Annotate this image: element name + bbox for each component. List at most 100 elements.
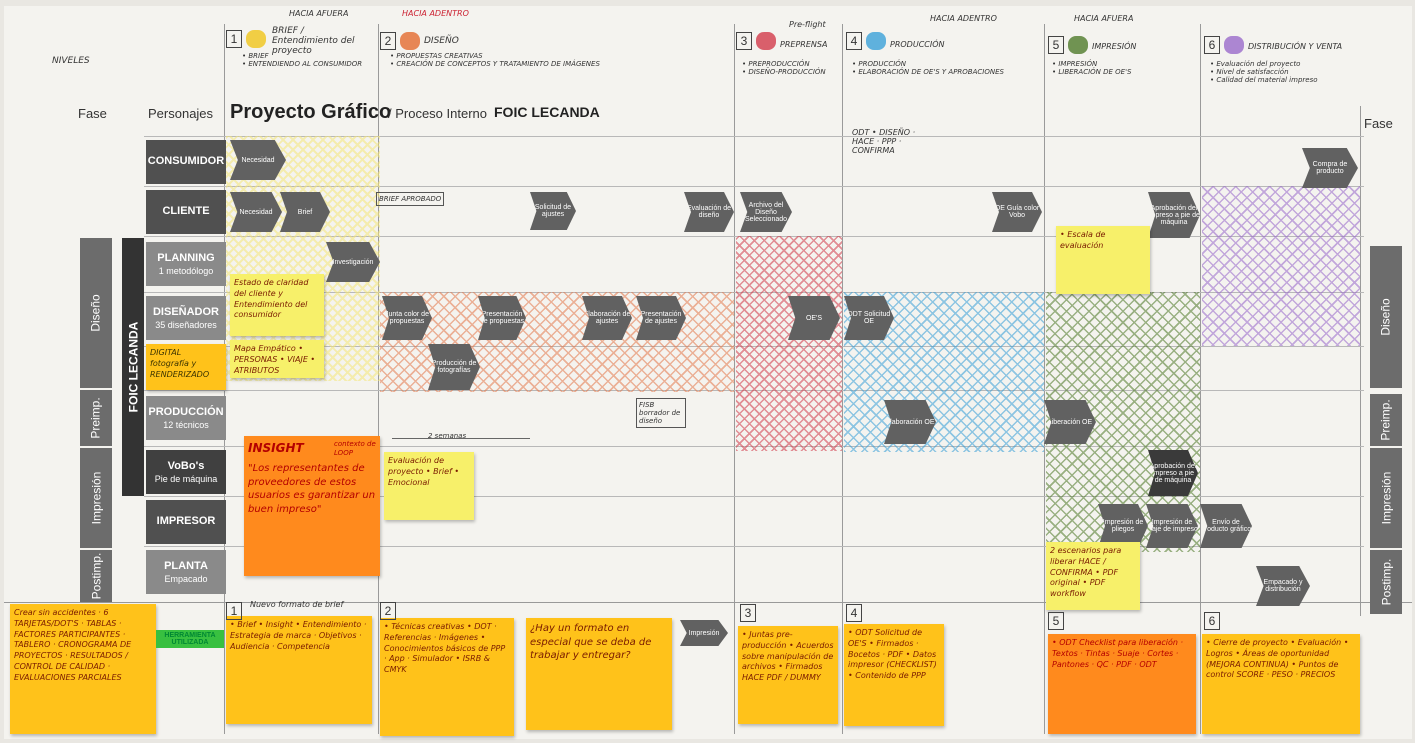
side-phase-postimp-right: Postimp.	[1370, 550, 1402, 614]
step-chevron: Solicitud de ajustes	[530, 192, 576, 230]
phase-items: • Evaluación del proyecto • Nivel de sat…	[1210, 60, 1318, 84]
nuevo-formato-label: Nuevo formato de brief	[250, 600, 344, 609]
step-chevron: Impresión de tiraje de impreso	[1146, 504, 1198, 548]
page-subtitle: / Proceso Interno	[388, 106, 487, 121]
step-chevron: Empacado y distribución	[1256, 566, 1310, 606]
side-phase-diseno: Diseño	[80, 238, 112, 388]
phase-items: • PROPUESTAS CREATIVAS • CREACIÓN DE CON…	[390, 52, 600, 68]
step-chevron: Presentación de propuestas	[478, 296, 526, 340]
bottom-left-note: Crear sin accidentes · 6 TARJETAS/DOT'S …	[10, 604, 156, 734]
personajes-header: Personajes	[148, 106, 214, 121]
phase-items: • PREPRODUCCIÓN • DISEÑO-PRODUCCIÓN	[742, 60, 826, 76]
phase-divider	[734, 24, 735, 734]
phase-color-swatch	[1224, 36, 1244, 54]
phase-number: 6	[1204, 36, 1220, 54]
side-phase-impresion: Impresión	[80, 448, 112, 548]
liberacion-note: 2 escenarios para liberar HACE / CONFIRM…	[1046, 542, 1140, 610]
step-chevron: Aprobación del impreso a pie de máquina	[1148, 450, 1198, 496]
phase-name: PREPRENSA	[780, 40, 828, 49]
actor-consumidor: CONSUMIDOR	[146, 140, 226, 184]
phase-number: 3	[736, 32, 752, 50]
phase-name: IMPRESIÓN	[1092, 42, 1137, 51]
step-chevron: Aprobación del impreso a pie de máquina	[1148, 192, 1200, 238]
odt-diseno-label: ODT • DISEÑO · HACE · PPP · CONFIRMA	[852, 128, 916, 155]
hacia-afuera-1: HACIA AFUERA	[289, 9, 349, 18]
preflight-label: Pre-flight	[789, 20, 826, 29]
step-chevron: Junta color de propuestas	[382, 296, 432, 340]
step-chevron: Necesidad	[230, 140, 286, 180]
phase-number: 4	[846, 32, 862, 50]
step-chevron: Producción de fotografías	[428, 344, 480, 390]
phase-divider	[1200, 24, 1201, 734]
phase-items: • IMPRESIÓN • LIBERACIÓN DE OE'S	[1052, 60, 1132, 76]
side-phase-diseno-right: Diseño	[1370, 246, 1402, 388]
evaluacion-note: Evaluación de proyecto • Brief • Emocion…	[384, 452, 474, 520]
bottom-phase-number: 3	[740, 604, 756, 622]
step-chevron: Liberación OE	[1044, 400, 1096, 444]
step-chevron: Envío de producto gráfico	[1200, 504, 1252, 548]
phase-6-hatch	[1202, 186, 1360, 346]
step-chevron: Compra de producto	[1302, 148, 1358, 188]
step-chevron: Elaboración de ajustes	[582, 296, 632, 340]
phase-items: • BRIEF • ENTENDIENDO AL CONSUMIDOR	[242, 52, 363, 68]
bottom-phase-number: 2	[380, 602, 396, 620]
step-chevron: Brief	[280, 192, 330, 232]
phase-name: BRIEF / Entendimiento del proyecto	[272, 26, 355, 56]
tool-note-phase-2: • Técnicas creativas • DOT · Referencias…	[380, 618, 514, 736]
diagram-sheet: NIVELES HACIA AFUERA HACIA ADENTRO HACIA…	[4, 6, 1412, 739]
phase-number: 1	[226, 30, 242, 48]
step-chevron: Archivo del Diseño Seleccionado	[740, 192, 792, 232]
tool-note-phase-3: • Juntas pre-producción • Acuerdos sobre…	[738, 626, 838, 724]
step-chevron: Impresión	[680, 620, 728, 646]
dos-semanas-label: 2 semanas	[428, 432, 467, 440]
phase-divider	[1360, 106, 1361, 616]
actor-cliente: CLIENTE	[146, 190, 226, 234]
step-chevron: DDT Solicitud OE	[844, 296, 894, 340]
insight-note: INSIGHT contexto de LOOP "Los representa…	[244, 436, 380, 576]
hacia-adentro-2: HACIA ADENTRO	[930, 14, 997, 23]
lane-divider	[144, 136, 1364, 137]
bottom-phase-number: 5	[1048, 612, 1064, 630]
phase-items: • PRODUCCIÓN • ELABORACIÓN DE OE'S Y APR…	[852, 60, 1004, 76]
timeline-arrow	[392, 438, 530, 439]
side-phase-postimp: Postimp.	[80, 550, 112, 602]
lane-divider	[144, 496, 1364, 497]
step-chevron: OE Guía color Vobo	[992, 192, 1042, 232]
phase-color-swatch	[400, 32, 420, 50]
cliente-note: Estado de claridad del cliente y Entendi…	[230, 274, 324, 336]
escala-evaluacion-note: • Escala de evaluación	[1056, 226, 1150, 294]
step-chevron: Presentación de ajustes	[636, 296, 686, 340]
bottom-phase-number: 6	[1204, 612, 1220, 630]
niveles-label: NIVELES	[52, 56, 90, 66]
phase-divider	[1044, 24, 1045, 734]
step-chevron: Impresión de pliegos	[1098, 504, 1148, 548]
fisb-tag: FISB borrador de diseño	[636, 398, 686, 428]
step-chevron: Necesidad	[230, 192, 282, 232]
tool-note-phase-4: • ODT Solicitud de OE'S • Firmados · Boc…	[844, 624, 944, 726]
step-chevron: Investigación	[326, 242, 380, 282]
side-phase-impresion-right: Impresión	[1370, 448, 1402, 548]
digital-note: DIGITAL fotografía y RENDERIZADO	[146, 344, 226, 390]
brief-aprobado-tag: BRIEF APROBADO	[376, 192, 445, 206]
phase-name: DISTRIBUCIÓN Y VENTA	[1248, 42, 1343, 51]
phase-3-hatch	[736, 236, 842, 451]
mapa-empatico-note: Mapa Empático • PERSONAS • VIAJE • ATRIB…	[230, 340, 324, 378]
step-chevron: Elaboración OE	[884, 400, 936, 444]
org-name: FOIC LECANDA	[494, 104, 600, 120]
lane-divider	[144, 546, 1364, 547]
phase-divider	[842, 24, 843, 734]
lane-divider	[144, 186, 1364, 187]
phase-color-swatch	[246, 30, 266, 48]
lane-divider	[4, 602, 1412, 603]
fase-header-left: Fase	[78, 106, 107, 121]
tool-note-phase-1: • Brief • Insight • Entendimiento · Estr…	[226, 616, 372, 724]
page-title: Proyecto Gráfico	[230, 101, 392, 123]
phase-number: 2	[380, 32, 396, 50]
hacia-adentro-1: HACIA ADENTRO	[402, 9, 469, 18]
herramienta-tag: HERRAMIENTA UTILIZADA	[156, 630, 224, 648]
bottom-phase-number: 4	[846, 604, 862, 622]
phase-color-swatch	[866, 32, 886, 50]
tool-note-phase-6: • Cierre de proyecto • Evaluación • Logr…	[1202, 634, 1360, 734]
